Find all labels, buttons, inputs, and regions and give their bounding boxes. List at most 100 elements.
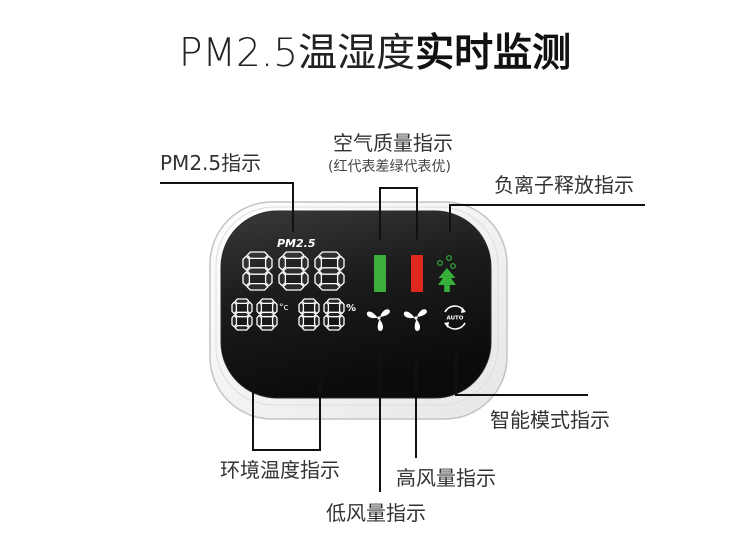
digit-segment-d <box>301 324 317 331</box>
seven-segment-digit <box>256 298 278 331</box>
digit-segment-b <box>264 255 273 271</box>
digit-segment-b <box>313 301 320 315</box>
seven-segment-digit <box>231 298 253 331</box>
digit-segment-d <box>259 324 275 331</box>
digit-segment-c <box>264 271 273 287</box>
ion-dot <box>450 263 456 269</box>
digit-segment-b <box>246 301 253 315</box>
ion-tree-icon <box>437 255 456 292</box>
label-high-fan: 高风量指示 <box>396 466 496 490</box>
ion-dot <box>446 255 452 261</box>
digit-segment-g <box>246 267 269 275</box>
digit-segment-d <box>246 282 269 291</box>
label-smart-mode: 智能模式指示 <box>490 408 610 432</box>
fan-hub <box>377 316 381 320</box>
digit-segment-f <box>298 301 305 315</box>
callout-lines <box>160 182 645 492</box>
fan-icon <box>366 309 390 332</box>
seven-segment-digit <box>278 251 309 291</box>
digit-segment-c <box>271 314 278 328</box>
digit-segment-g <box>259 311 275 318</box>
device-shell-inner-ring <box>215 206 499 406</box>
digit-segment-f <box>242 255 251 271</box>
digit-segment-a <box>326 298 342 305</box>
digit-segment-c <box>313 314 320 328</box>
digit-segment-c <box>246 314 253 328</box>
pm25-digits <box>242 251 345 291</box>
fan-blade <box>380 309 390 317</box>
callout-line-smart-mode <box>455 343 588 396</box>
digit-segment-d <box>282 282 305 291</box>
callout-line-pm25 <box>160 182 294 232</box>
digit-segment-d <box>326 324 342 331</box>
digit-segment-f <box>323 301 330 315</box>
digit-segment-c <box>300 271 309 287</box>
ion-tree-shape <box>438 268 456 292</box>
label-low-fan: 低风量指示 <box>326 501 426 525</box>
digit-segment-b <box>336 255 345 271</box>
ion-dot <box>437 260 443 266</box>
humidity-unit: % <box>346 303 356 314</box>
digit-segment-g <box>326 311 342 318</box>
seven-segment-digit <box>242 251 273 291</box>
auto-label: AUTO <box>447 316 464 322</box>
seven-segment-digit <box>314 251 345 291</box>
page-title: PM2.5温湿度实时监测 <box>0 28 750 80</box>
digit-segment-f <box>256 301 263 315</box>
digit-segment-b <box>271 301 278 315</box>
callout-line-negative-ion <box>449 204 645 232</box>
label-pm25: PM2.5指示 <box>160 151 262 175</box>
label-negative-ion: 负离子释放指示 <box>494 173 634 197</box>
digit-segment-a <box>246 251 269 260</box>
digit-segment-e <box>278 271 287 287</box>
auto-arrow <box>444 322 449 328</box>
fan-blade <box>366 311 378 319</box>
air-quality-bad-bar <box>411 255 423 292</box>
digit-segment-a <box>301 298 317 305</box>
digit-segment-b <box>300 255 309 271</box>
humidity-digits <box>298 298 345 331</box>
label-air-quality-note: (红代表差绿代表优) <box>328 159 451 175</box>
temperature-unit: °c <box>279 303 289 313</box>
digit-segment-e <box>242 271 251 287</box>
title-bold: 实时监测 <box>415 31 572 76</box>
digit-segment-g <box>234 311 250 318</box>
digit-segment-e <box>256 314 263 328</box>
digit-segment-f <box>278 255 287 271</box>
fan-icon <box>403 309 427 332</box>
fan-blade <box>377 319 384 332</box>
title-light: PM2.5温湿度 <box>178 31 416 76</box>
digit-segment-e <box>231 314 238 328</box>
digit-segment-e <box>323 314 330 328</box>
digit-segment-g <box>301 311 317 318</box>
digit-segment-d <box>318 282 341 291</box>
fan-blade <box>414 319 421 332</box>
digit-segment-a <box>259 298 275 305</box>
digit-segment-f <box>231 301 238 315</box>
fan-hub <box>414 316 418 320</box>
seven-segment-digit <box>323 298 345 331</box>
digit-segment-b <box>338 301 345 315</box>
digit-segment-e <box>314 271 323 287</box>
air-quality-good-bar <box>374 255 386 292</box>
digit-segment-e <box>298 314 305 328</box>
callout-line-temperature <box>252 355 321 451</box>
label-air-quality: 空气质量指示 <box>333 131 453 155</box>
label-ambient-temperature: 环境温度指示 <box>220 458 340 482</box>
callout-line-air-quality <box>379 187 418 240</box>
temperature-digits <box>231 298 278 331</box>
digit-segment-f <box>314 255 323 271</box>
digit-segment-g <box>282 267 305 275</box>
seven-segment-digit <box>298 298 320 331</box>
digit-segment-c <box>338 314 345 328</box>
fan-blade <box>417 309 427 317</box>
digit-segment-g <box>318 267 341 275</box>
screen-pm25-label: PM2.5 <box>277 237 316 250</box>
digit-segment-a <box>234 298 250 305</box>
auto-arrow <box>461 307 466 313</box>
digit-segment-c <box>336 271 345 287</box>
digit-segment-a <box>318 251 341 260</box>
digit-segment-a <box>282 251 305 260</box>
fan-blade <box>403 311 415 319</box>
